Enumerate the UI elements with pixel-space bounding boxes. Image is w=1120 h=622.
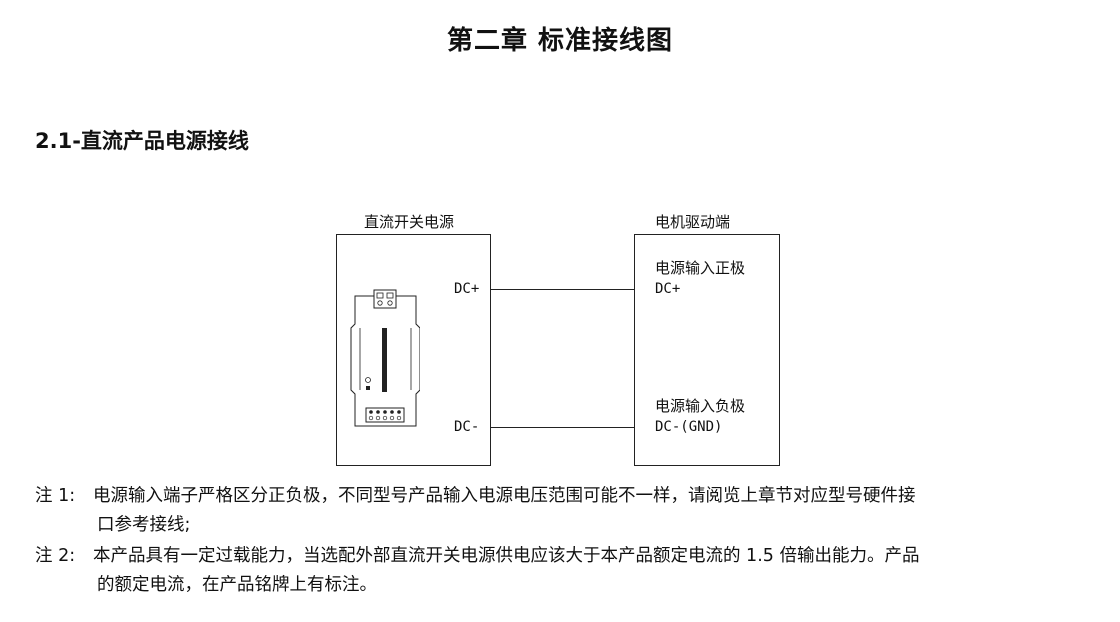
driver-dc-plus-label: DC+ (655, 281, 681, 297)
power-supply-dc-minus-label: DC- (454, 419, 480, 435)
note-2-prefix: 注 2: (35, 546, 76, 566)
driver-positive-input-desc: 电源输入正极 (655, 259, 746, 277)
power-supply-device-icon (350, 289, 420, 427)
note-1-line-1: 注 1: 电源输入端子严格区分正负极，不同型号产品输入电源电压范围可能不一样，请阅… (35, 482, 1095, 511)
positive-wire (491, 289, 634, 290)
note-1-line-2: 口参考接线; (97, 515, 191, 535)
motor-driver-label: 电机驱动端 (655, 213, 731, 231)
note-1: 注 1: 电源输入端子严格区分正负极，不同型号产品输入电源电压范围可能不一样，请阅… (35, 482, 1095, 540)
driver-negative-input-desc: 电源输入负极 (655, 397, 746, 415)
note-2-text: 本产品具有一定过载能力，当选配外部直流开关电源供电应该大于本产品额定电流的 1.… (93, 546, 920, 566)
driver-dc-minus-gnd-label: DC-(GND) (655, 419, 723, 435)
negative-wire (491, 427, 634, 428)
power-supply-dc-plus-label: DC+ (454, 281, 480, 297)
section-heading: 2.1-直流产品电源接线 (35, 129, 249, 153)
note-2-line-1: 注 2: 本产品具有一定过载能力，当选配外部直流开关电源供电应该大于本产品额定电流… (35, 542, 1095, 571)
note-1-text: 电源输入端子严格区分正负极，不同型号产品输入电源电压范围可能不一样，请阅览上章节… (93, 486, 916, 506)
power-supply-box (336, 234, 491, 466)
note-2-line-2: 的额定电流，在产品铭牌上有标注。 (97, 575, 377, 595)
note-2: 注 2: 本产品具有一定过载能力，当选配外部直流开关电源供电应该大于本产品额定电流… (35, 542, 1095, 600)
note-1-prefix: 注 1: (35, 486, 76, 506)
motor-driver-box (634, 234, 780, 466)
page-title: 第二章 标准接线图 (446, 26, 674, 56)
power-supply-label: 直流开关电源 (364, 213, 455, 231)
